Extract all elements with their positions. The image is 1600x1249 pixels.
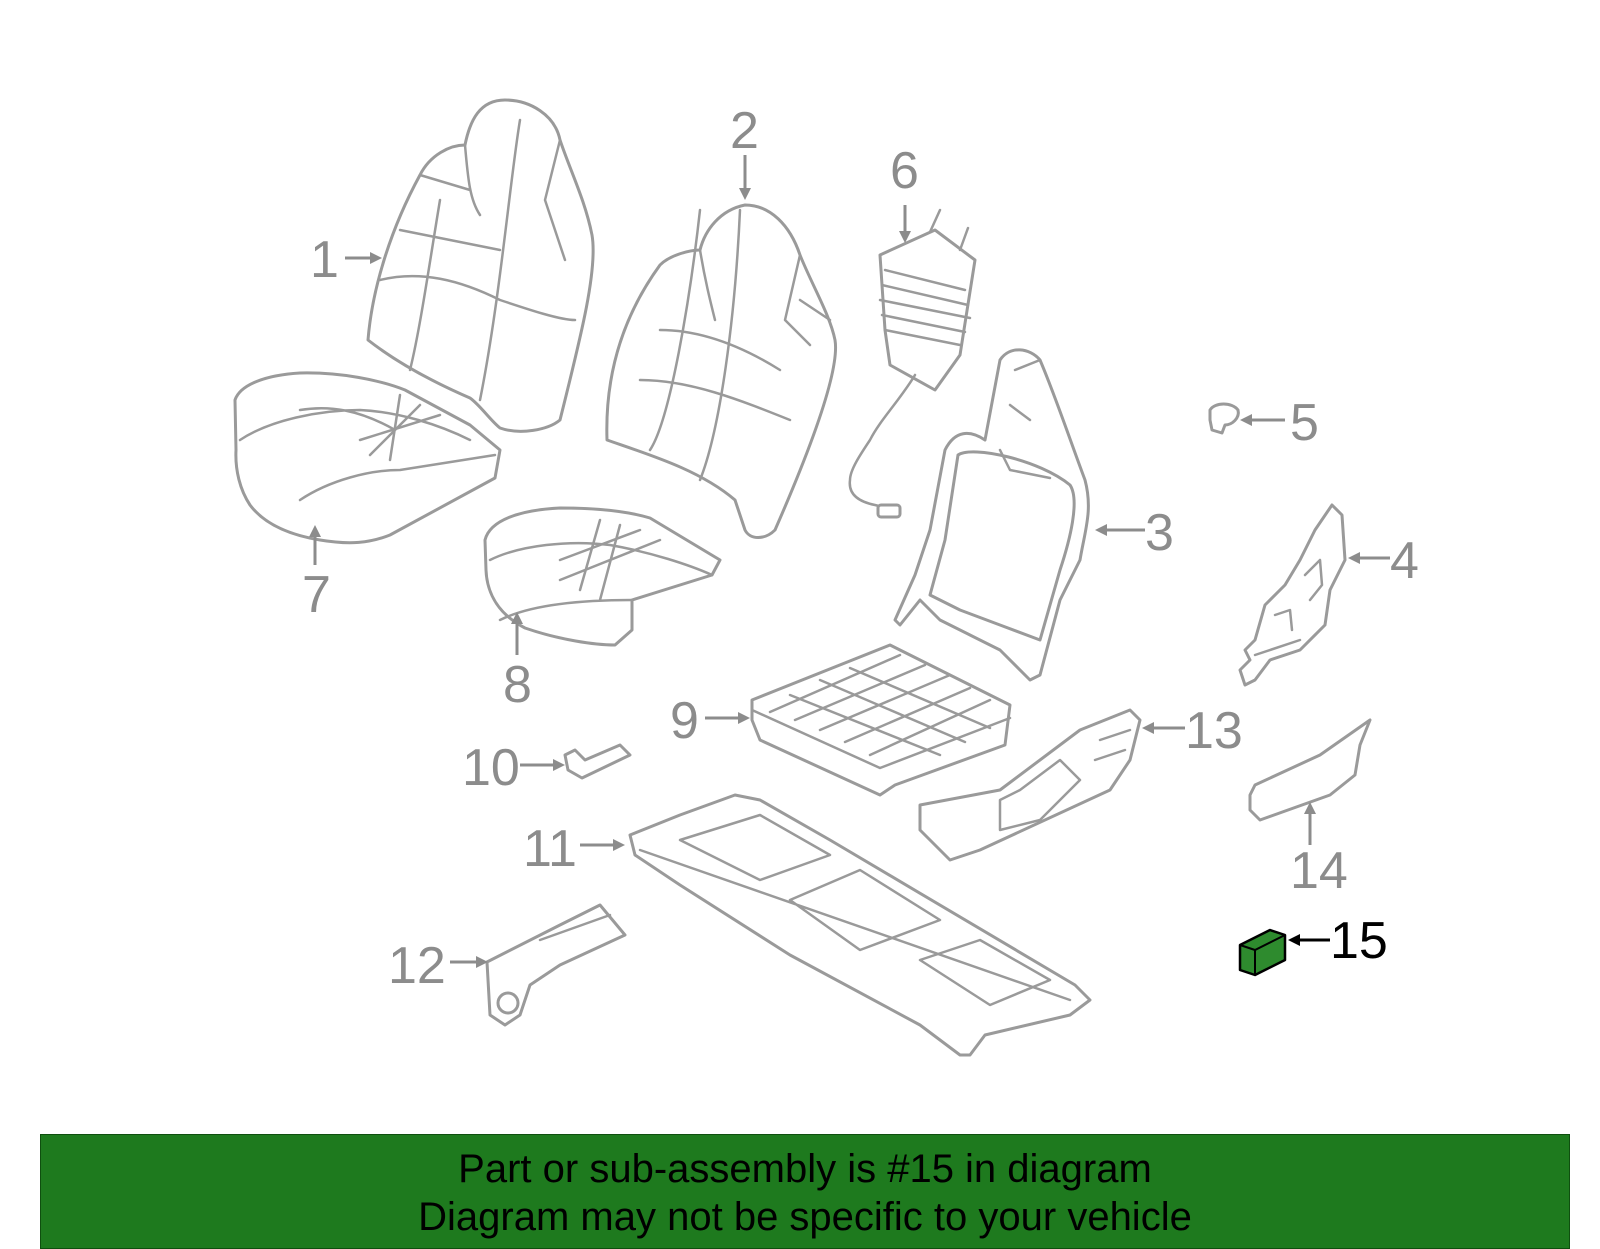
callout-11: 11 [523, 820, 577, 878]
part-7-cushion-cover[interactable] [233, 371, 502, 545]
part-5-clip[interactable] [1208, 402, 1240, 435]
callout-3: 3 [1145, 504, 1174, 562]
part-10-bracket[interactable] [563, 743, 632, 780]
parts-diagram: 1 2 3 4 5 6 7 8 9 10 11 12 13 14 15 [233, 98, 1419, 1057]
part-11-seat-base[interactable] [628, 793, 1092, 1057]
banner-line-2: Diagram may not be specific to your vehi… [418, 1195, 1192, 1239]
callout-arrows [309, 155, 1390, 968]
callout-15: 15 [1330, 912, 1388, 970]
part-14-trim-panel[interactable] [1248, 718, 1372, 822]
part-1-seatback-cover[interactable] [366, 98, 595, 433]
part-12-bracket[interactable] [485, 903, 627, 1027]
info-banner: Part or sub-assembly is #15 in diagram D… [40, 1134, 1570, 1249]
part-15-highlighted[interactable] [1238, 928, 1287, 977]
part-8-cushion-cover[interactable] [483, 506, 722, 647]
callout-4: 4 [1390, 532, 1419, 590]
callout-12: 12 [388, 937, 446, 995]
part-2-seatback-cover[interactable] [605, 203, 838, 539]
callout-7: 7 [302, 566, 331, 624]
callout-8: 8 [503, 656, 532, 714]
callout-labels: 1 2 3 4 5 6 7 8 9 10 11 12 13 14 15 [302, 102, 1419, 995]
part-3-seatback-frame[interactable] [893, 348, 1090, 682]
banner-line-1: Part or sub-assembly is #15 in diagram [458, 1147, 1152, 1191]
callout-10: 10 [462, 739, 520, 797]
part-4-side-shield[interactable] [1238, 503, 1347, 687]
part-9-cushion-frame[interactable] [750, 643, 1012, 797]
callout-13: 13 [1185, 702, 1243, 760]
part-13-side-shield[interactable] [918, 708, 1142, 862]
callout-2: 2 [730, 102, 759, 160]
callout-5: 5 [1290, 394, 1319, 452]
callout-6: 6 [890, 142, 919, 200]
callout-1: 1 [310, 231, 339, 289]
callout-9: 9 [670, 692, 699, 750]
callout-14: 14 [1290, 842, 1348, 900]
part-6-heater-element[interactable] [848, 208, 977, 519]
